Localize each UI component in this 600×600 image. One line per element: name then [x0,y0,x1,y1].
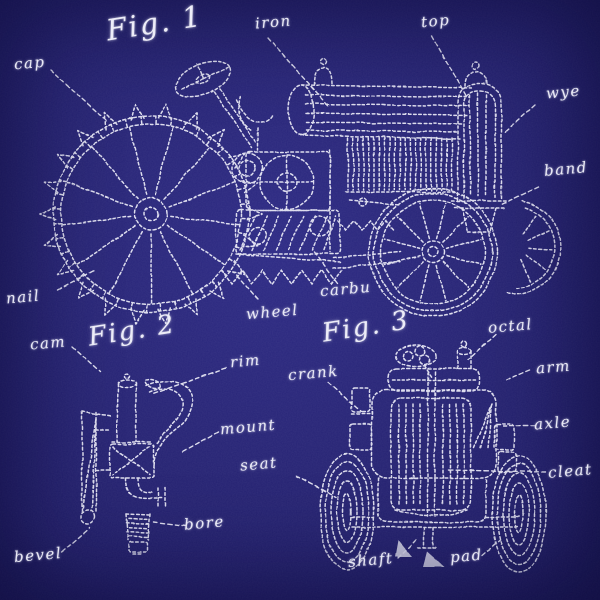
part-label-band: band [543,158,589,180]
part-label-axle: axle [533,412,572,434]
part-label-pad: pad [449,545,484,567]
part-label-wye: wye [545,81,582,103]
part-label-cleat: cleat [547,460,594,482]
part-label-arm: arm [535,356,572,378]
part-label-nail: nail [5,286,41,308]
part-label-cap: cap [13,52,47,74]
part-label-cam: cam [29,332,67,354]
part-label-iron: iron [254,11,293,33]
part-label-seat: seat [239,453,279,475]
part-label-bore: bore [183,512,226,534]
part-label-top: top [420,10,451,32]
part-label-rim: rim [229,350,262,372]
